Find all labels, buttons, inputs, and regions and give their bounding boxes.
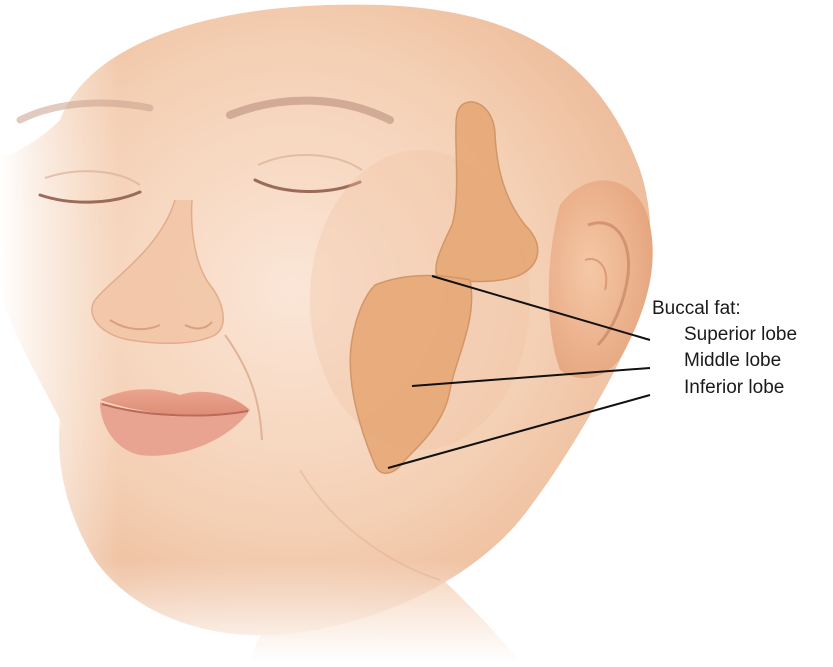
label-buccal-fat: Buccal fat: [652, 299, 741, 318]
ear-icon [549, 180, 653, 378]
label-inferior-lobe: Inferior lobe [684, 378, 784, 397]
label-middle-lobe: Middle lobe [684, 351, 781, 370]
label-superior-lobe: Superior lobe [684, 325, 797, 344]
